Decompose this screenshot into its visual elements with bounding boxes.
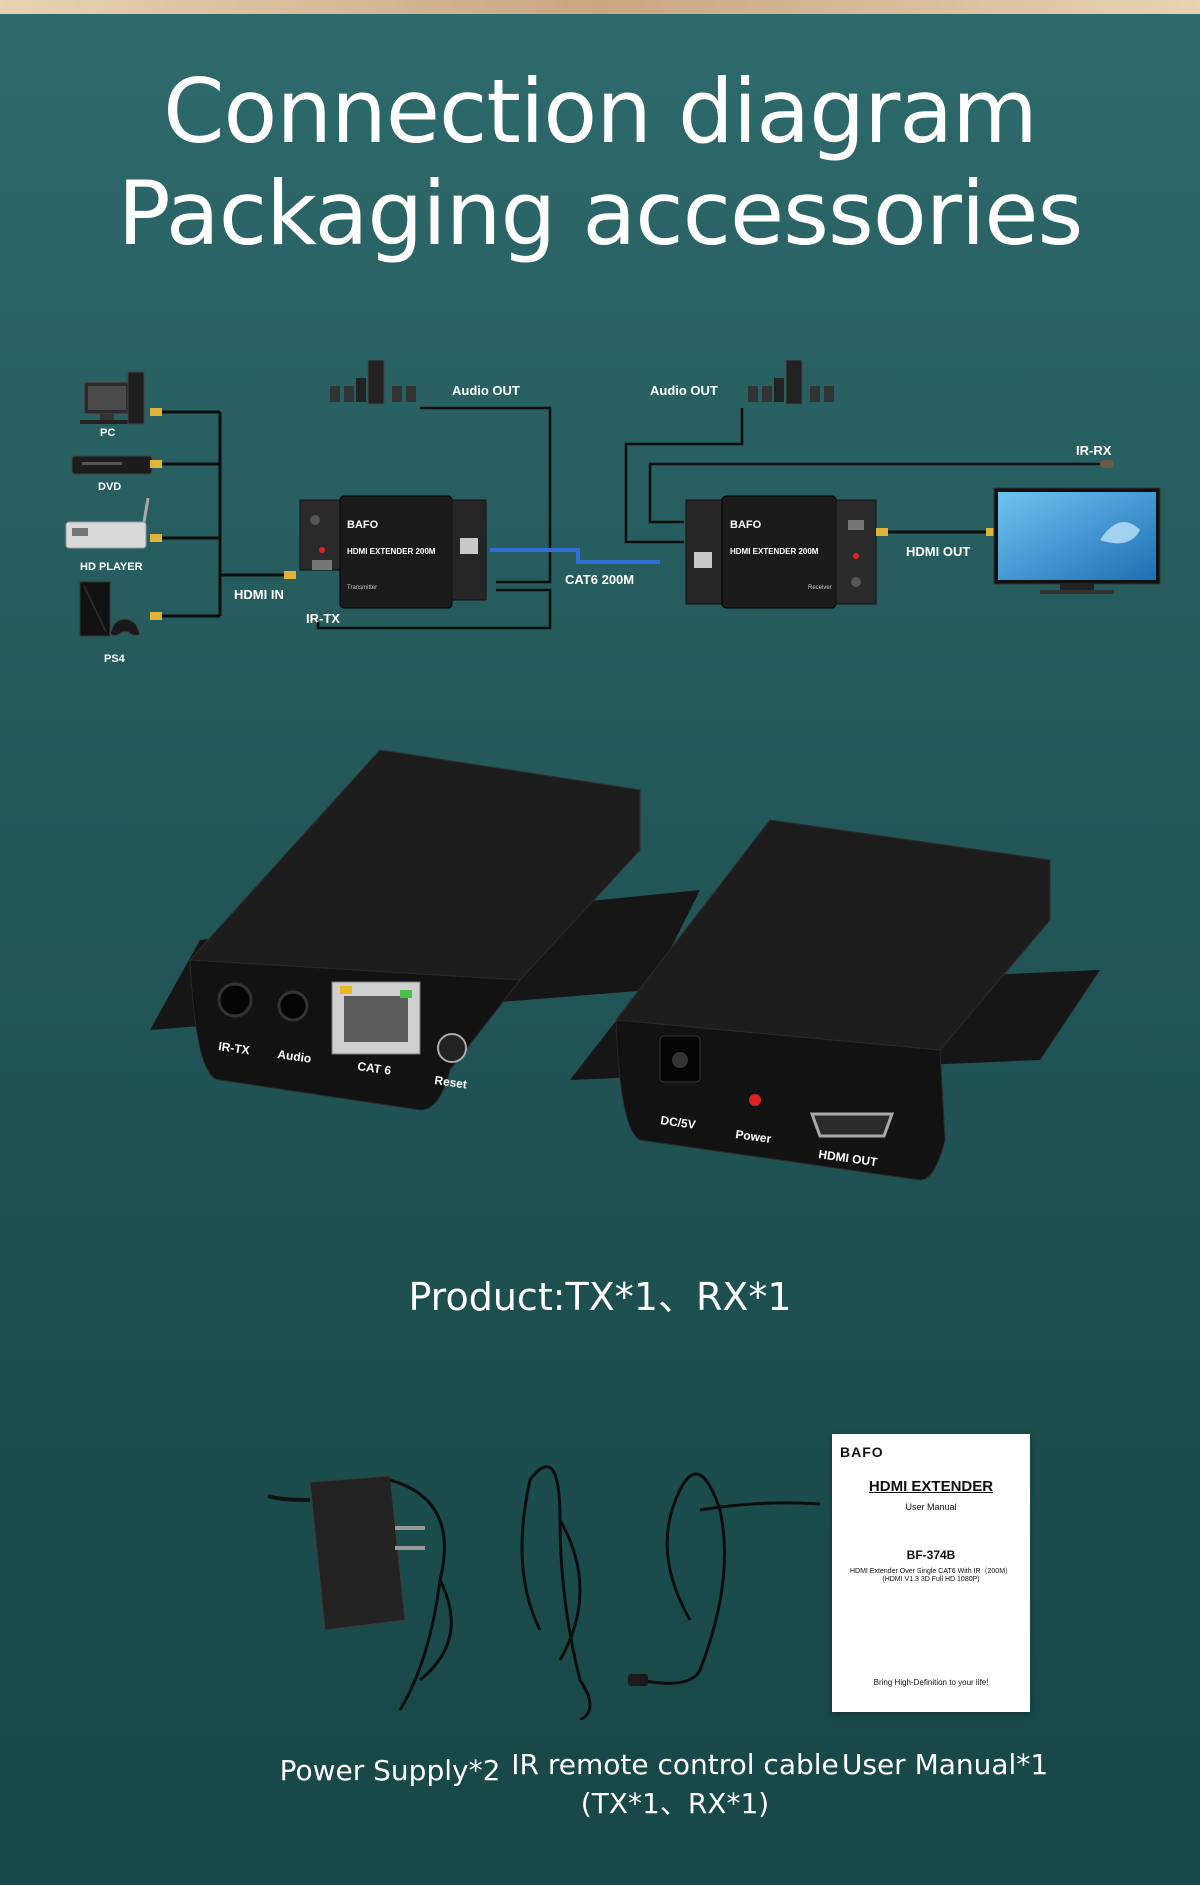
manual-desc-2: (HDMI V1.3 3D Full HD 1080P): [882, 1576, 980, 1583]
hdmi-out-plug: [876, 528, 888, 536]
source-label-ps4: PS4: [104, 653, 126, 665]
tx-audio-ir-cables: [316, 406, 552, 630]
power-supply-caption: Power Supply*2: [279, 1754, 501, 1787]
rx-port-power: Power: [735, 1127, 773, 1146]
manual-subtitle: User Manual: [905, 1502, 957, 1512]
hdmi-tv-plug: [986, 528, 998, 536]
source-label-hd-player: HD PLAYER: [80, 561, 143, 573]
tx-port-cat6: CAT 6: [357, 1059, 393, 1078]
manual-model: BF-374B: [906, 1548, 956, 1562]
ir-tx-label: IR-TX: [306, 611, 340, 626]
audio-out-tx-label: Audio OUT: [452, 383, 520, 398]
hdmi-out-label: HDMI OUT: [906, 544, 970, 559]
rx-port-dc5v: DC/5V: [660, 1113, 697, 1132]
product-units-illustration: IR-TX Audio CAT 6 Reset DC/5V Power HDMI…: [150, 749, 1100, 1181]
cat6-label: CAT6 200M: [565, 572, 634, 587]
ir-cable-rx-icon: [639, 1472, 820, 1685]
rx-model: HDMI EXTENDER 200M: [730, 547, 819, 556]
tx-port-reset: Reset: [434, 1073, 468, 1091]
manual-brand: BAFO: [840, 1444, 884, 1460]
rx-brand: BAFO: [730, 519, 762, 531]
rx-audio-ir-cables: [624, 408, 1104, 544]
audio-out-rx-label: Audio OUT: [650, 383, 718, 398]
manual-desc-1: HDMI Extender Over Single CAT6 With IR（2…: [849, 1568, 1013, 1575]
hd-player-icon: [65, 497, 150, 549]
page-title-line1: Connection diagram: [163, 60, 1038, 163]
source-label-dvd: DVD: [98, 481, 121, 493]
pc-icon: [80, 371, 145, 425]
dvd-icon: [71, 455, 153, 475]
user-manual-caption: User Manual*1: [841, 1748, 1049, 1781]
receiver-unit: [685, 495, 877, 609]
tx-tag: Transmitter: [347, 585, 377, 591]
tx-port-irtx: IR-TX: [218, 1039, 251, 1057]
ir-receiver-head-icon: [628, 1674, 648, 1686]
tx-model: HDMI EXTENDER 200M: [347, 547, 436, 556]
source-cables: [160, 410, 290, 618]
ir-rx-label: IR-RX: [1076, 443, 1112, 458]
ps4-icon: [79, 581, 141, 637]
user-manual-cover: BAFO HDMI EXTENDER User Manual BF-374B H…: [832, 1434, 1030, 1712]
tv-icon: [993, 487, 1161, 594]
power-supply-icon: [267, 1475, 453, 1711]
transmitter-photo: [150, 749, 700, 1111]
source-label-pc: PC: [100, 427, 115, 439]
hdmi-plugs: [150, 408, 296, 620]
accessories-illustration: [267, 1465, 820, 1720]
ir-cable-caption-line1: IR remote control cable: [511, 1748, 839, 1781]
ir-cable-caption-line2: (TX*1、RX*1): [580, 1787, 770, 1820]
rx-tag: Receiver: [808, 585, 832, 591]
page-title-line2: Packaging accessories: [117, 162, 1084, 265]
tx-brand: BAFO: [347, 519, 379, 531]
transmitter-unit: [299, 495, 487, 609]
ir-rx-sensor-icon: [1100, 460, 1114, 468]
speaker-set-rx-icon: [748, 360, 834, 405]
connection-diagram: PC DVD HD PLAYER PS4 HDMI IN IR-TX: [65, 360, 1161, 665]
top-accent-strip: [0, 0, 1200, 14]
manual-slogan: Bring High-Definition to your life!: [873, 1678, 989, 1687]
cat6-cable: [490, 548, 660, 564]
ir-cable-tx-icon: [520, 1465, 592, 1720]
receiver-photo: [570, 819, 1100, 1181]
tx-port-audio: Audio: [277, 1047, 313, 1066]
product-caption: Product:TX*1、RX*1: [408, 1275, 792, 1319]
manual-title: HDMI EXTENDER: [868, 1478, 994, 1495]
hdmi-in-label: HDMI IN: [234, 587, 284, 602]
speaker-set-tx-icon: [330, 360, 416, 405]
